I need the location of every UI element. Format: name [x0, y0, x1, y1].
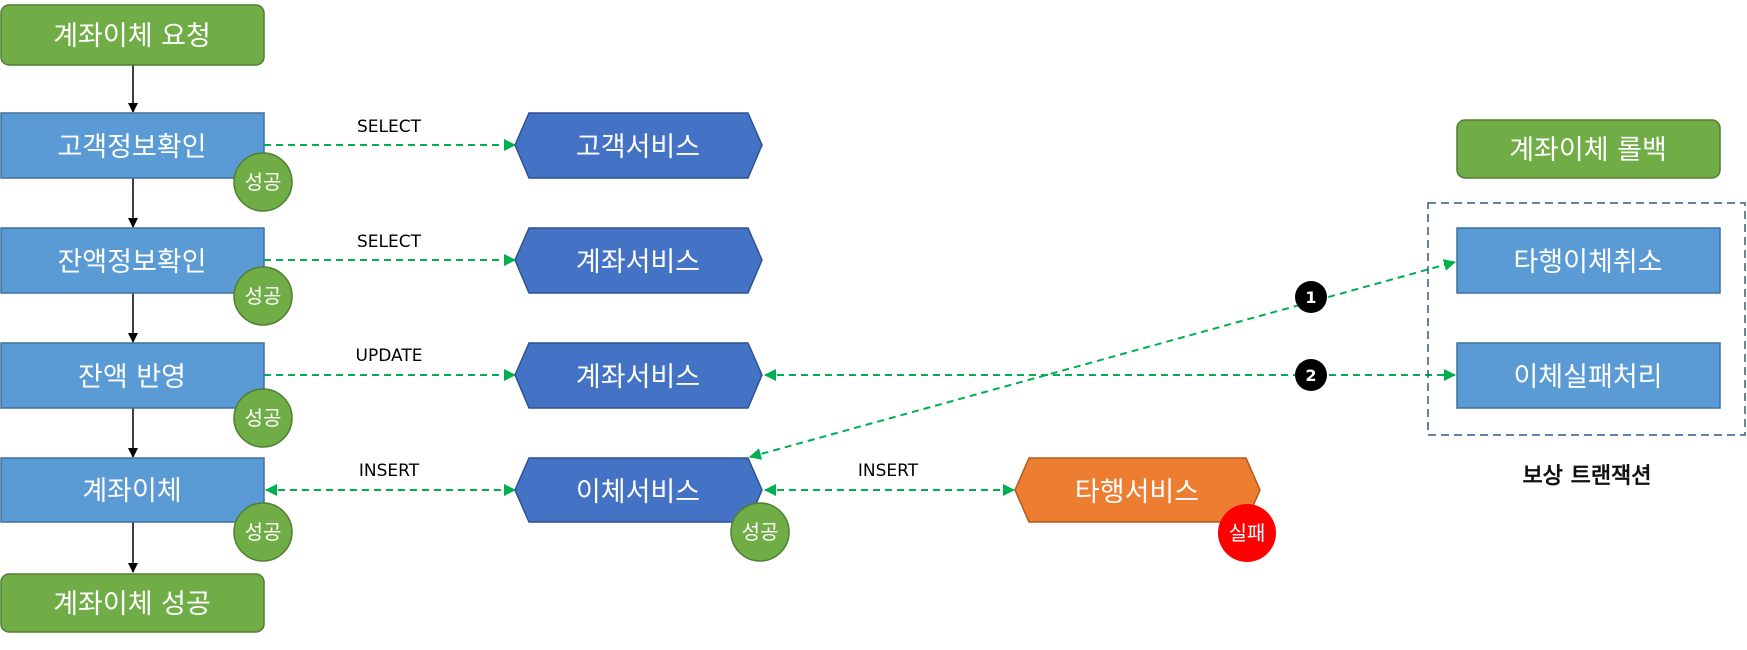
fail-badge: 실패 [1218, 504, 1276, 562]
service-label: 계좌서비스 [576, 247, 700, 278]
success-badge: 성공 [233, 266, 293, 326]
success-badge-label: 성공 [245, 406, 282, 430]
flow-end-label: 계좌이체 성공 [53, 589, 211, 620]
service-transfer: 이체서비스 [514, 457, 763, 523]
flow-start-node: 계좌이체 요청 [0, 4, 265, 66]
compensation-cancel-other-bank: 타행이체취소 [1456, 227, 1721, 294]
compensation-label: 이체실패처리 [1513, 362, 1662, 393]
compensation-caption: 보상 트랜잭션 [1522, 464, 1651, 489]
service-account: 계좌서비스 [514, 227, 763, 294]
success-badge: 성공 [233, 152, 293, 212]
edge-labels: SELECT SELECT UPDATE INSERT INSERT [356, 117, 919, 481]
service-customer: 고객서비스 [514, 112, 763, 179]
service-label: 계좌서비스 [576, 362, 700, 393]
fail-badge-label: 실패 [1229, 521, 1266, 545]
service-label: 타행서비스 [1075, 477, 1199, 508]
success-badge: 성공 [730, 502, 790, 562]
edge-label-select: SELECT [357, 117, 422, 137]
success-badge-label: 성공 [245, 170, 282, 194]
service-account: 계좌서비스 [514, 342, 763, 409]
flow-start-label: 계좌이체 요청 [53, 21, 211, 52]
flow-step-balance-check: 잔액정보확인 [0, 227, 265, 294]
success-badge-label: 성공 [742, 520, 779, 544]
step-marker-label: 1 [1305, 288, 1316, 307]
service-connectors [264, 139, 1456, 496]
rollback-title-node: 계좌이체 롤백 [1456, 119, 1721, 179]
edge-label-select: SELECT [357, 232, 422, 252]
success-badge: 성공 [233, 388, 293, 448]
edge-label-update: UPDATE [356, 346, 423, 366]
step-marker-1: 1 [1295, 281, 1327, 313]
compensation-arrow-1 [749, 259, 1456, 460]
flow-step-label: 고객정보확인 [57, 132, 206, 163]
service-other-bank: 타행서비스 [1014, 457, 1261, 523]
flow-end-node: 계좌이체 성공 [0, 573, 265, 633]
step-marker-label: 2 [1305, 366, 1316, 385]
edge-label-insert: INSERT [858, 461, 919, 481]
success-badge-label: 성공 [245, 520, 282, 544]
step-marker-2: 2 [1295, 359, 1327, 391]
compensation-label: 타행이체취소 [1513, 247, 1662, 278]
edge-label-insert: INSERT [359, 461, 420, 481]
service-label: 고객서비스 [576, 132, 700, 163]
flow-step-transfer: 계좌이체 [0, 457, 265, 523]
flow-step-label: 계좌이체 [82, 476, 181, 507]
service-label: 이체서비스 [576, 477, 700, 508]
compensation-fail-process: 이체실패처리 [1456, 342, 1721, 409]
flow-step-label: 잔액 반영 [78, 362, 186, 393]
success-badge: 성공 [233, 502, 293, 562]
flow-step-balance-update: 잔액 반영 [0, 342, 265, 409]
flow-step-customer-check: 고객정보확인 [0, 112, 265, 179]
compensation-group-border [1427, 202, 1746, 436]
flow-step-label: 잔액정보확인 [57, 247, 206, 278]
rollback-title-label: 계좌이체 롤백 [1509, 135, 1667, 166]
success-badge-label: 성공 [245, 284, 282, 308]
